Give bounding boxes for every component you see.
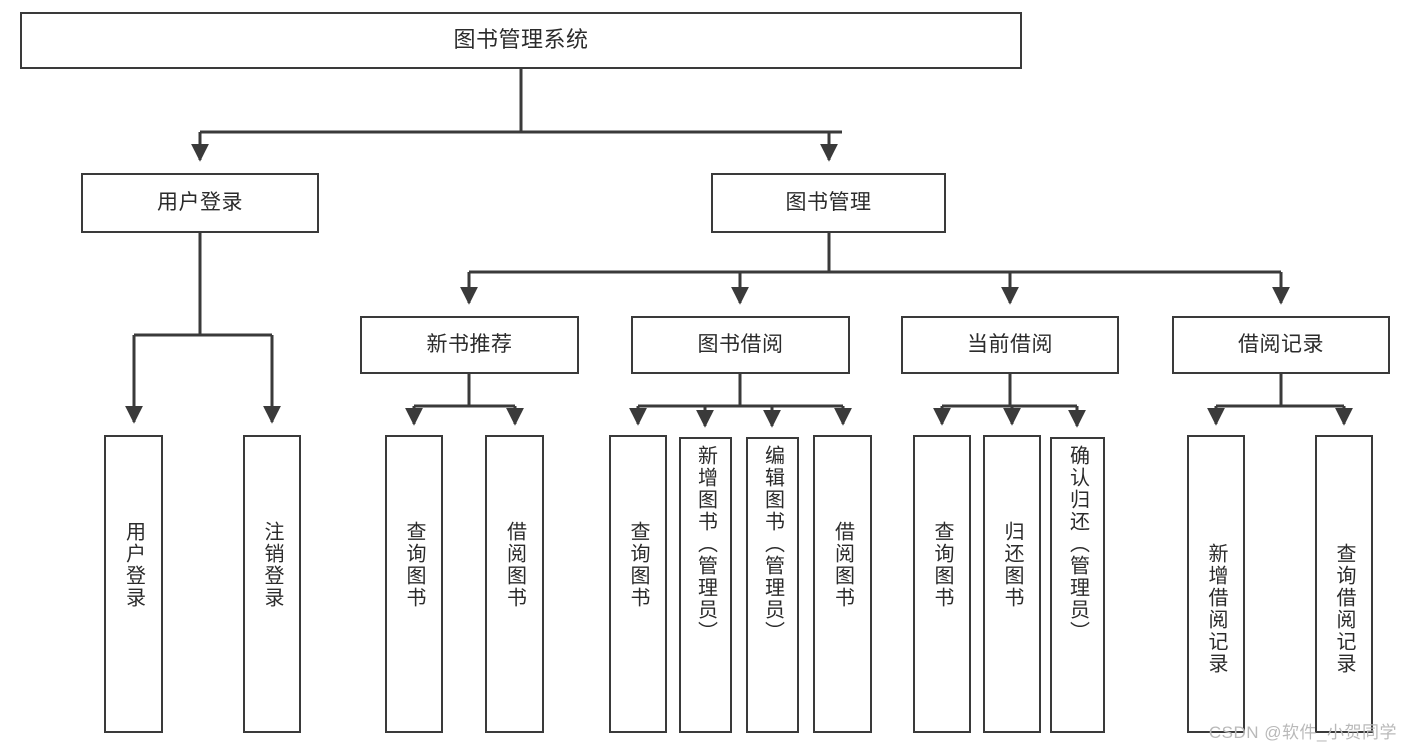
leaf-borrow-book[interactable]: 借阅图书 [813, 435, 872, 733]
node-label: 查询图书 [627, 521, 649, 609]
node-label: 用户登录 [157, 191, 243, 215]
node-label: 查询借阅记录 [1333, 543, 1355, 675]
node-new-book-recommend[interactable]: 新书推荐 [360, 316, 579, 374]
leaf-query-books-recommend[interactable]: 查询图书 [385, 435, 443, 733]
leaf-add-book-admin[interactable]: 新增图书（管理员） [679, 437, 732, 733]
node-label: 借阅图书 [831, 521, 854, 609]
node-label: 编辑图书（管理员） [761, 445, 784, 643]
leaf-query-books-borrow[interactable]: 查询图书 [609, 435, 667, 733]
leaf-query-borrow-record[interactable]: 查询借阅记录 [1315, 435, 1373, 733]
node-label: 图书借阅 [697, 333, 784, 357]
leaf-user-login[interactable]: 用户登录 [104, 435, 163, 733]
node-label: 归还图书 [1001, 521, 1023, 609]
leaf-borrow-books-recommend[interactable]: 借阅图书 [485, 435, 544, 733]
leaf-confirm-return-admin[interactable]: 确认归还（管理员） [1050, 437, 1105, 733]
node-label: 图书管理系统 [453, 27, 589, 53]
node-label: 确认归还（管理员） [1066, 445, 1089, 643]
node-label: 新增借阅记录 [1205, 543, 1227, 675]
node-label: 借阅记录 [1238, 333, 1324, 357]
node-current-borrow[interactable]: 当前借阅 [901, 316, 1119, 374]
node-book-borrow[interactable]: 图书借阅 [631, 316, 850, 374]
node-label: 查询图书 [931, 521, 953, 609]
leaf-edit-book-admin[interactable]: 编辑图书（管理员） [746, 437, 799, 733]
watermark: CSDN @软件_小贺同学 [1208, 723, 1397, 742]
node-label: 图书管理 [785, 191, 872, 215]
leaf-return-book[interactable]: 归还图书 [983, 435, 1041, 733]
node-user-login[interactable]: 用户登录 [81, 173, 319, 233]
leaf-add-borrow-record[interactable]: 新增借阅记录 [1187, 435, 1245, 733]
node-label: 用户登录 [122, 521, 145, 609]
node-label: 当前借阅 [967, 333, 1053, 357]
node-book-management[interactable]: 图书管理 [711, 173, 946, 233]
node-root-system[interactable]: 图书管理系统 [20, 12, 1022, 69]
node-borrow-record[interactable]: 借阅记录 [1172, 316, 1390, 374]
node-label: 查询图书 [403, 521, 425, 609]
leaf-query-books-current[interactable]: 查询图书 [913, 435, 971, 733]
node-label: 新书推荐 [426, 333, 513, 357]
node-label: 借阅图书 [503, 521, 526, 609]
node-label: 新增图书（管理员） [694, 445, 717, 643]
node-label: 注销登录 [261, 521, 283, 609]
leaf-logout[interactable]: 注销登录 [243, 435, 301, 733]
